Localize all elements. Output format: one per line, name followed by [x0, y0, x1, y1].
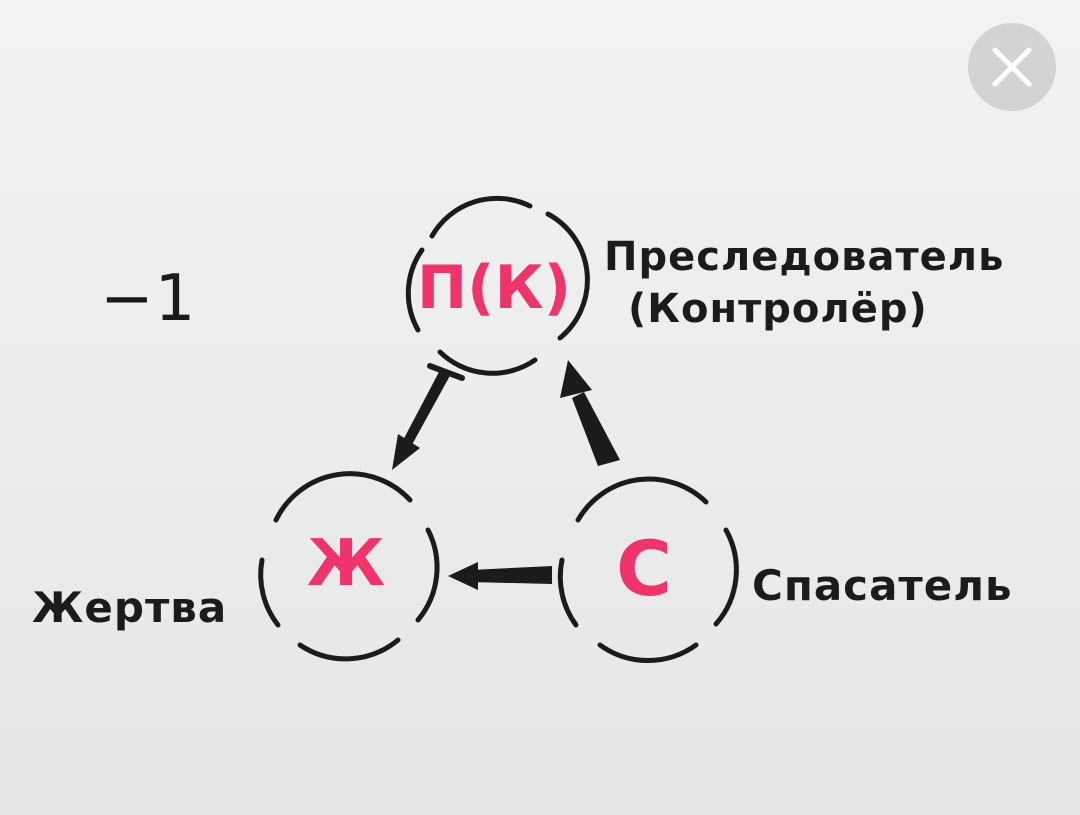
arrow-persecutor-to-victim — [392, 363, 465, 470]
close-icon — [992, 47, 1032, 87]
victim-letter: Ж — [307, 527, 385, 601]
rescuer-node: С — [557, 476, 739, 664]
persecutor-node: П(К) — [405, 195, 590, 376]
close-button[interactable] — [968, 23, 1056, 111]
persecutor-label: Преследователь — [604, 234, 1004, 280]
persecutor-sublabel: (Контролёр) — [628, 286, 928, 332]
victim-label: Жертва — [32, 583, 227, 632]
victim-node: Ж — [258, 471, 440, 662]
arrow-rescuer-to-persecutor — [560, 360, 620, 466]
arrow-rescuer-to-victim — [448, 562, 552, 590]
persecutor-letter: П(К) — [417, 253, 571, 323]
rescuer-letter: С — [616, 524, 672, 613]
rescuer-label: Спасатель — [752, 561, 1013, 610]
level-label: −1 — [100, 262, 196, 336]
